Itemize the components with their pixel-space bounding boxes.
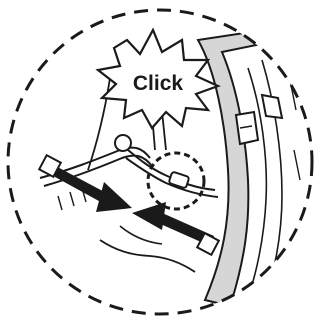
ring-connector xyxy=(115,135,131,151)
lower-line xyxy=(100,240,195,272)
callout-label: Click xyxy=(133,72,184,95)
frame-clip xyxy=(236,112,258,144)
frame-clip xyxy=(262,95,282,118)
lower-line xyxy=(120,226,162,244)
